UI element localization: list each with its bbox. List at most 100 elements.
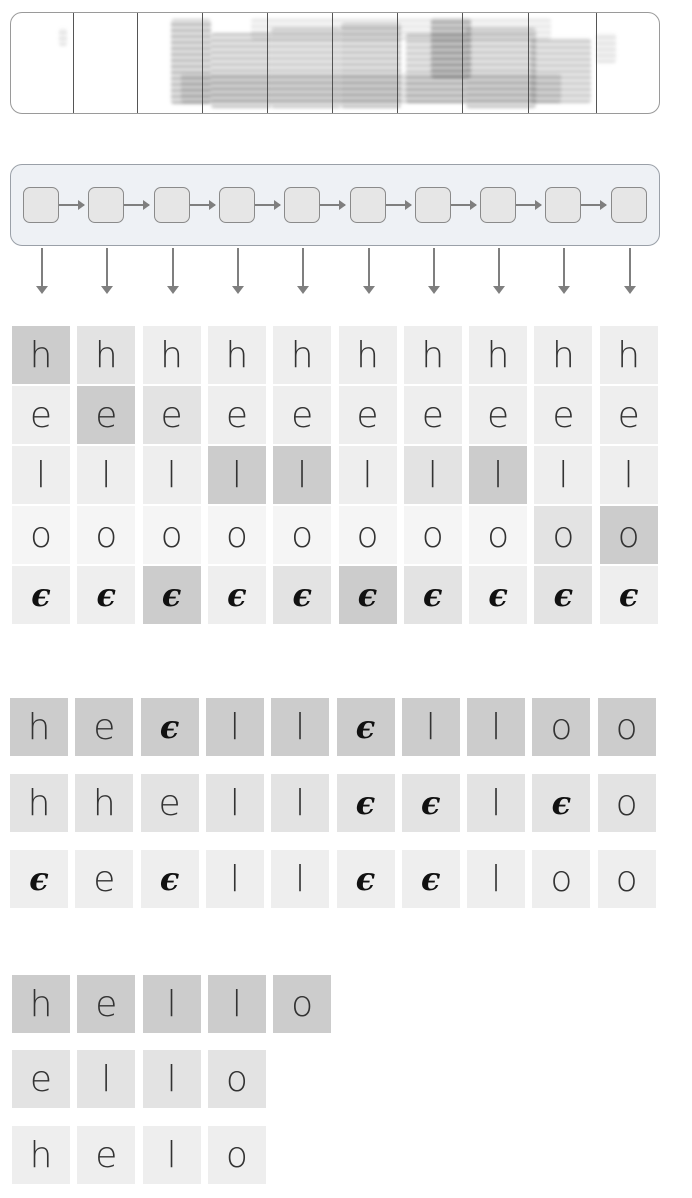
rnn-cell	[284, 187, 321, 223]
token-tile: l	[599, 446, 658, 504]
token-tile: h	[12, 326, 70, 384]
spectrogram-frame-divider	[397, 13, 398, 113]
spectrogram-energy	[271, 28, 341, 108]
token-tile: l	[403, 446, 462, 504]
blank-token-tile: ϵ	[338, 566, 397, 624]
token-tile: h	[599, 326, 658, 384]
token-tile: l	[467, 698, 526, 756]
token-tile: e	[469, 386, 528, 444]
token-tile: o	[12, 506, 70, 564]
blank-token-tile: ϵ	[273, 566, 332, 624]
token-tile: l	[142, 1050, 201, 1108]
spectrogram-energy	[466, 28, 536, 108]
token-tile: o	[273, 975, 332, 1033]
token-tile: h	[142, 326, 201, 384]
blank-token-tile: ϵ	[336, 774, 395, 832]
rnn-cell	[610, 187, 647, 223]
token-tile: e	[75, 698, 134, 756]
token-tile: l	[467, 774, 526, 832]
spectrogram-frame-divider	[462, 13, 463, 113]
spectrogram-energy	[211, 33, 271, 108]
token-tile: l	[271, 698, 330, 756]
token-tile: o	[207, 506, 266, 564]
token-tile: e	[77, 975, 136, 1033]
spectrogram-energy	[431, 18, 471, 78]
blank-token-tile: ϵ	[142, 566, 201, 624]
recurrent-arrow	[124, 200, 151, 210]
token-tile: o	[469, 506, 528, 564]
blank-token-tile: ϵ	[401, 774, 460, 832]
blank-token-tile: ϵ	[336, 850, 395, 908]
token-tile: o	[207, 1050, 266, 1108]
token-tile: e	[207, 386, 266, 444]
token-tile: o	[532, 698, 591, 756]
token-tile: h	[12, 975, 70, 1033]
spectrogram-energy	[181, 73, 561, 103]
token-tile: l	[77, 1050, 136, 1108]
token-tile: o	[338, 506, 397, 564]
rnn-cell	[349, 187, 386, 223]
token-tile: h	[12, 1126, 70, 1184]
token-tile: e	[140, 774, 199, 832]
token-tile: l	[207, 975, 266, 1033]
token-tile: o	[142, 506, 201, 564]
token-tile: l	[142, 446, 201, 504]
rnn-layer	[10, 164, 660, 246]
blank-token-tile: ϵ	[140, 698, 199, 756]
token-tile: e	[142, 386, 201, 444]
token-tile: h	[10, 698, 68, 756]
token-tile: h	[75, 774, 134, 832]
token-tile: e	[12, 1050, 70, 1108]
token-tile: l	[271, 850, 330, 908]
token-tile: o	[599, 506, 658, 564]
blank-token-tile: ϵ	[12, 566, 70, 624]
spectrogram-energy	[341, 23, 401, 108]
token-tile: l	[338, 446, 397, 504]
token-tile: l	[142, 1126, 201, 1184]
token-tile: l	[401, 698, 460, 756]
token-tile: h	[534, 326, 593, 384]
token-tile: o	[597, 850, 656, 908]
token-tile: o	[534, 506, 593, 564]
token-tile: h	[273, 326, 332, 384]
output-arrow	[362, 248, 375, 294]
recurrent-arrow	[581, 200, 608, 210]
token-tile: o	[597, 698, 656, 756]
blank-token-tile: ϵ	[403, 566, 462, 624]
output-arrow	[427, 248, 440, 294]
token-tile: l	[12, 446, 70, 504]
blank-token-tile: ϵ	[207, 566, 266, 624]
spectrogram-energy	[531, 38, 591, 103]
recurrent-arrow	[450, 200, 477, 210]
token-tile: l	[467, 850, 526, 908]
token-tile: h	[77, 326, 136, 384]
recurrent-arrow	[320, 200, 347, 210]
token-tile: e	[599, 386, 658, 444]
token-tile: e	[403, 386, 462, 444]
blank-token-tile: ϵ	[401, 850, 460, 908]
token-tile: o	[532, 850, 591, 908]
token-tile: e	[273, 386, 332, 444]
output-arrow	[166, 248, 179, 294]
rnn-cell	[218, 187, 255, 223]
token-tile: l	[271, 774, 330, 832]
token-tile: o	[207, 1126, 266, 1184]
token-tile: l	[205, 850, 264, 908]
output-arrow	[297, 248, 310, 294]
blank-token-tile: ϵ	[10, 850, 68, 908]
recurrent-arrow	[59, 200, 85, 210]
spectrogram-frame-divider	[137, 13, 138, 113]
token-tile: e	[12, 386, 70, 444]
spectrogram-energy	[406, 33, 466, 103]
token-tile: l	[142, 975, 201, 1033]
token-tile: l	[207, 446, 266, 504]
output-arrow	[36, 248, 48, 294]
spectrogram-frame-divider	[596, 13, 597, 113]
token-tile: h	[10, 774, 68, 832]
blank-token-tile: ϵ	[140, 850, 199, 908]
spectrogram-energy	[596, 33, 616, 63]
output-arrow	[623, 248, 636, 294]
spectrogram-frame-divider	[332, 13, 333, 113]
token-tile: l	[469, 446, 528, 504]
blank-token-tile: ϵ	[599, 566, 658, 624]
